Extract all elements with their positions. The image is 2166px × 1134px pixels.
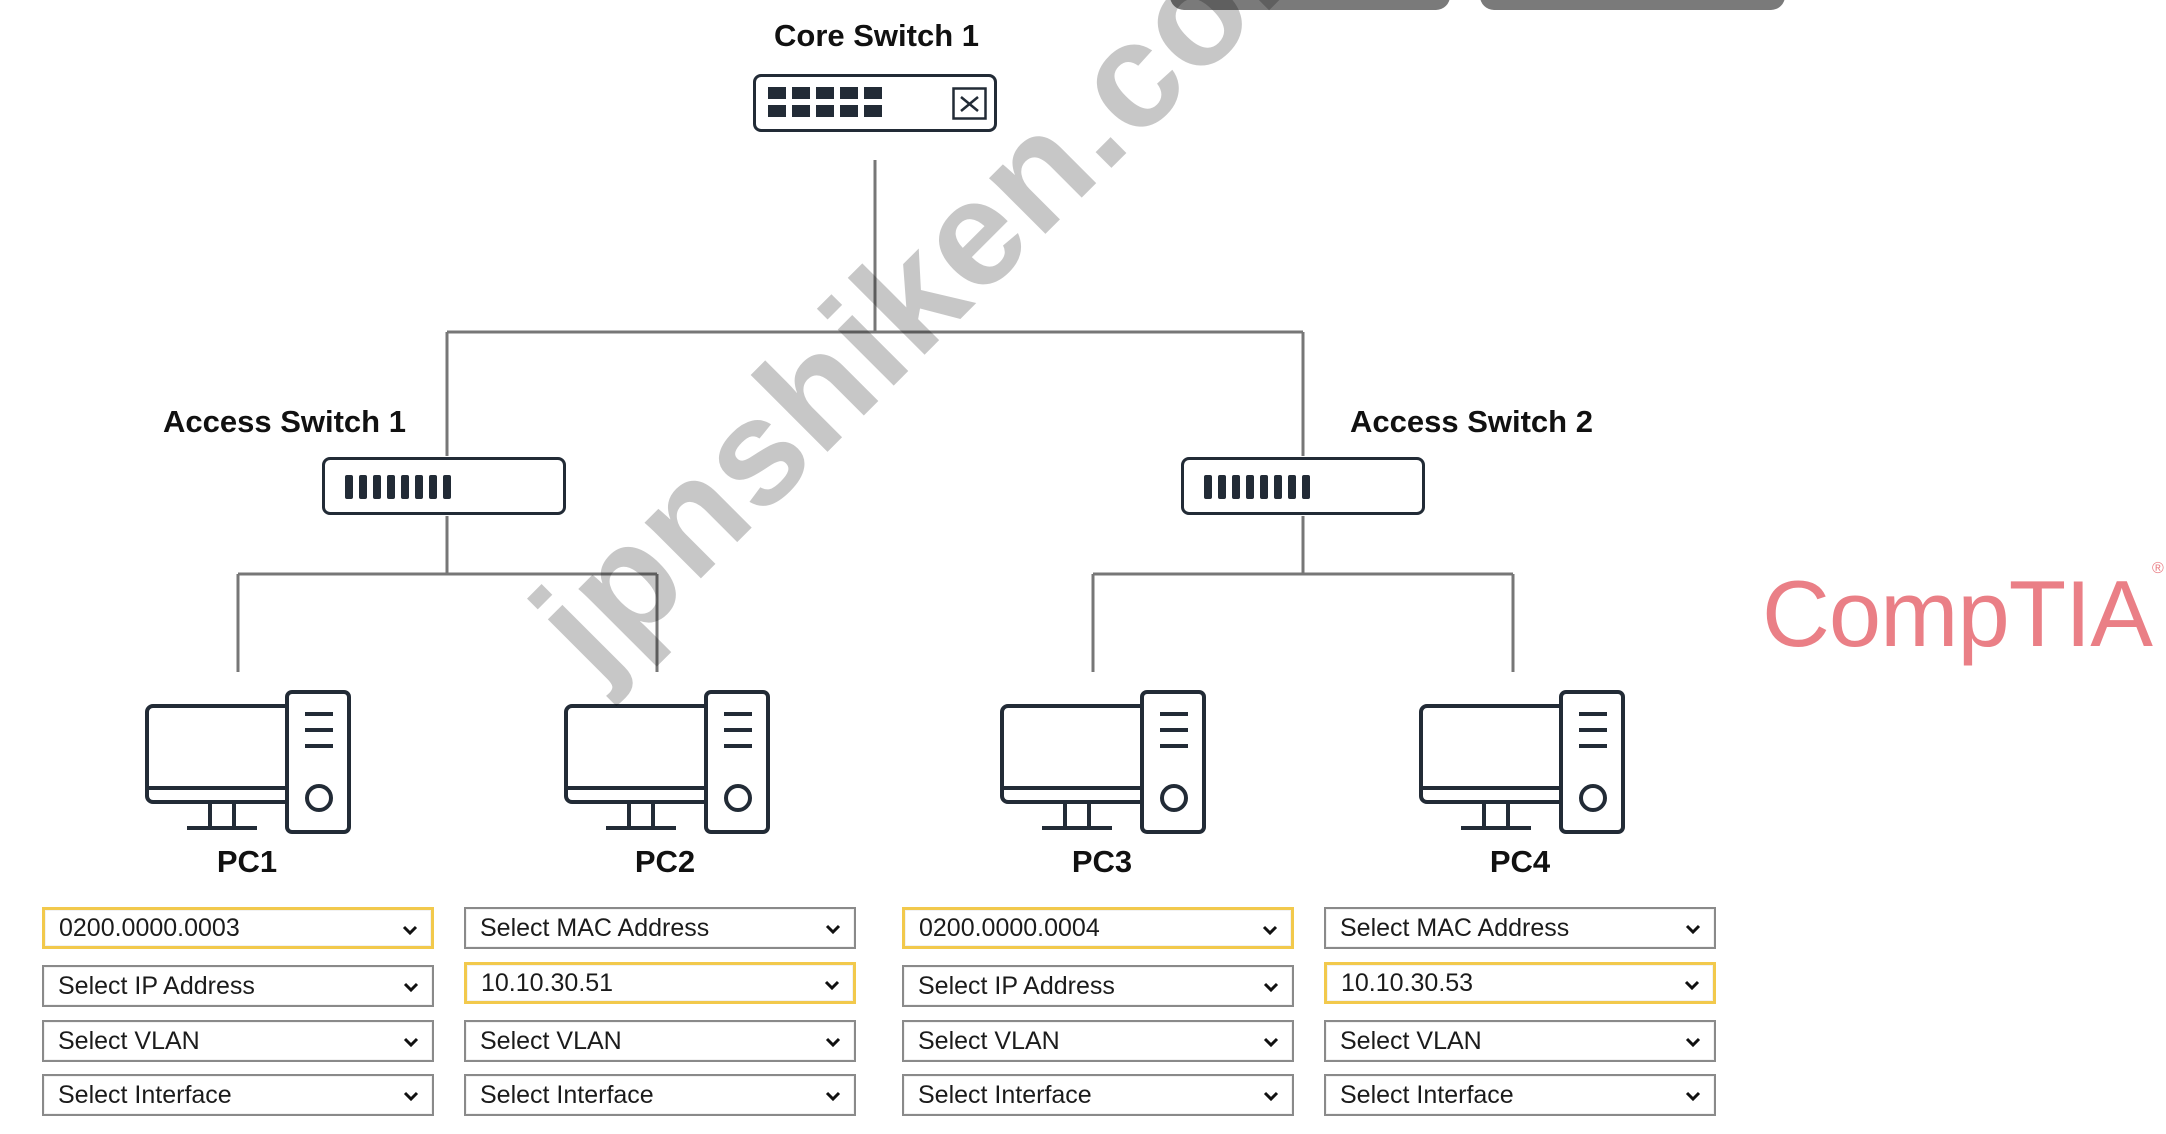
logo-text: CompTIA	[1762, 561, 2153, 666]
pc2-vlan-value: Select VLAN	[480, 1026, 622, 1055]
core-switch-label: Core Switch 1	[774, 18, 979, 53]
core-switch[interactable]	[753, 74, 997, 132]
pc1-ip-select[interactable]: Select IP Address	[42, 965, 434, 1007]
chevron-down-icon	[1263, 982, 1279, 993]
pc3-vlan-select[interactable]: Select VLAN	[902, 1020, 1294, 1062]
pc3-desktop-icon[interactable]	[1000, 690, 1210, 836]
chevron-down-icon	[403, 982, 419, 993]
chevron-down-icon	[1684, 980, 1700, 991]
toolbar-button-2[interactable]	[1480, 0, 1785, 10]
chevron-down-icon	[1685, 924, 1701, 935]
pc4-mac-value: Select MAC Address	[1340, 913, 1570, 942]
chevron-down-icon	[1262, 925, 1278, 936]
access-switch-1[interactable]	[322, 457, 566, 515]
chevron-down-icon	[402, 925, 418, 936]
chevron-down-icon	[403, 1037, 419, 1048]
switch-ports-icon	[1204, 475, 1310, 499]
access-switch-2-label: Access Switch 2	[1350, 404, 1593, 439]
pc1-mac-select[interactable]: 0200.0000.0003	[42, 907, 434, 949]
pc3-vlan-value: Select VLAN	[918, 1026, 1060, 1055]
pc3-ip-select[interactable]: Select IP Address	[902, 965, 1294, 1007]
access-switch-1-label: Access Switch 1	[163, 404, 406, 439]
pc3-interface-select[interactable]: Select Interface	[902, 1074, 1294, 1116]
pc2-interface-select[interactable]: Select Interface	[464, 1074, 856, 1116]
switch-ports-icon	[345, 475, 451, 499]
pc3-mac-value: 0200.0000.0004	[919, 913, 1100, 942]
pc3-label: PC3	[1071, 844, 1133, 879]
pc3-ip-value: Select IP Address	[918, 971, 1115, 1000]
toolbar-button-1[interactable]	[1170, 0, 1450, 10]
pc2-ip-value: 10.10.30.51	[481, 968, 614, 997]
pc2-mac-select[interactable]: Select MAC Address	[464, 907, 856, 949]
pc1-label: PC1	[216, 844, 278, 879]
pc4-interface-select[interactable]: Select Interface	[1324, 1074, 1716, 1116]
pc1-interface-select[interactable]: Select Interface	[42, 1074, 434, 1116]
pc4-desktop-icon[interactable]	[1419, 690, 1629, 836]
pc2-mac-value: Select MAC Address	[480, 913, 710, 942]
pc1-vlan-select[interactable]: Select VLAN	[42, 1020, 434, 1062]
chevron-down-icon	[1685, 1091, 1701, 1102]
pc2-vlan-select[interactable]: Select VLAN	[464, 1020, 856, 1062]
pc2-interface-value: Select Interface	[480, 1080, 654, 1109]
chevron-down-icon	[1263, 1037, 1279, 1048]
pc4-ip-value: 10.10.30.53	[1341, 968, 1474, 997]
chevron-down-icon	[825, 1037, 841, 1048]
chevron-down-icon	[824, 980, 840, 991]
pc4-interface-value: Select Interface	[1340, 1080, 1514, 1109]
chevron-down-icon	[403, 1091, 419, 1102]
pc1-desktop-icon[interactable]	[145, 690, 355, 836]
pc4-mac-select[interactable]: Select MAC Address	[1324, 907, 1716, 949]
chevron-down-icon	[1263, 1091, 1279, 1102]
pc1-interface-value: Select Interface	[58, 1080, 232, 1109]
pc1-vlan-value: Select VLAN	[58, 1026, 200, 1055]
pc4-ip-select[interactable]: 10.10.30.53	[1324, 962, 1716, 1004]
pc3-mac-select[interactable]: 0200.0000.0004	[902, 907, 1294, 949]
pc2-ip-select[interactable]: 10.10.30.51	[464, 962, 856, 1004]
chevron-down-icon	[825, 1091, 841, 1102]
comptia-logo: CompTIA®	[1762, 560, 2164, 666]
pc4-vlan-value: Select VLAN	[1340, 1026, 1482, 1055]
pc1-mac-value: 0200.0000.0003	[59, 913, 240, 942]
chevron-down-icon	[825, 924, 841, 935]
pc2-label: PC2	[634, 844, 696, 879]
pc1-ip-value: Select IP Address	[58, 971, 255, 1000]
access-switch-2[interactable]	[1181, 457, 1425, 515]
pc2-desktop-icon[interactable]	[564, 690, 774, 836]
pc4-vlan-select[interactable]: Select VLAN	[1324, 1020, 1716, 1062]
switch-cross-icon	[952, 87, 987, 120]
pc3-interface-value: Select Interface	[918, 1080, 1092, 1109]
pc4-label: PC4	[1489, 844, 1551, 879]
chevron-down-icon	[1685, 1037, 1701, 1048]
switch-ports-icon	[768, 87, 882, 117]
